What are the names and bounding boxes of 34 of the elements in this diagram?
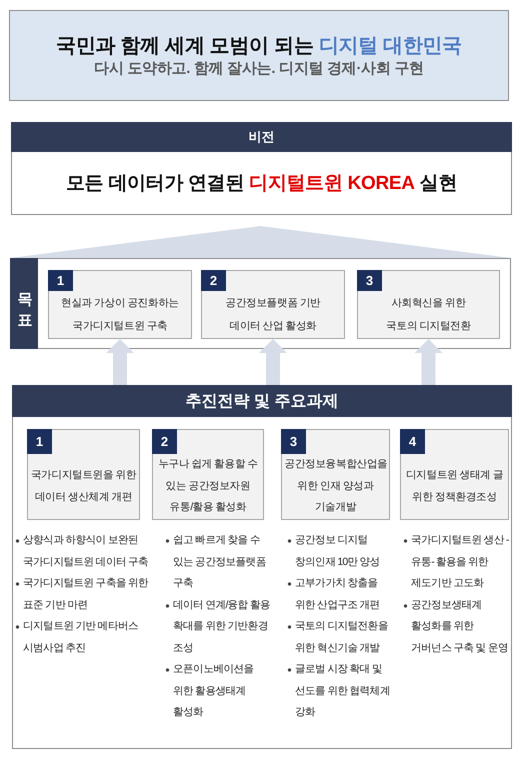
strategy-box bbox=[400, 429, 509, 520]
goal-box bbox=[48, 270, 192, 339]
goal-text: 공간정보플랫폼 기반 데이터 산업 활성화 bbox=[224, 296, 322, 334]
goal-text: 사회혁신을 위한 국토의 디지털전환 bbox=[385, 296, 472, 334]
side-band: 목표 bbox=[10, 258, 38, 349]
strategy-box bbox=[27, 429, 140, 520]
slogan-subheading: 다시 도약하고. 함께 잘사는. 디지털 경제·사회 구현 bbox=[94, 58, 424, 78]
strategy-box bbox=[281, 429, 390, 520]
strategy-text: 디지털트윈 생태계 글 위한 정책환경조성 bbox=[404, 468, 504, 504]
block-arrow bbox=[259, 339, 287, 385]
panel-header: 비전 bbox=[11, 122, 512, 152]
number-badge: 2 bbox=[201, 270, 226, 291]
strategy-text: 공간정보융복합산업을 위한 인재 양성과 기술개발 bbox=[284, 457, 386, 516]
vision-panel bbox=[11, 122, 512, 215]
slogan-banner bbox=[9, 10, 509, 101]
goal-text: 현실과 가상이 공진화하는 국가디지털트윈 구축 bbox=[60, 296, 180, 334]
number-badge: 1 bbox=[48, 270, 73, 291]
block-arrow bbox=[106, 339, 134, 385]
strategy-panel bbox=[12, 385, 512, 749]
number-badge: 3 bbox=[281, 429, 306, 454]
strategy-text: 누구나 쉽게 활용할 수 있는 공간정보자원 유통/활용 활성화 bbox=[157, 457, 259, 516]
goals-panel bbox=[10, 258, 511, 349]
vision-statement: 모든 데이터가 연결된 디지털트윈 KOREA 실현 bbox=[66, 172, 458, 196]
slogan-heading: 국민과 함께 세계 모범이 되는 디지털 대한민국 bbox=[56, 34, 462, 58]
strategy-text: 국가디지털트윈을 위한 데이터 생산체계 개편 bbox=[30, 468, 138, 504]
number-badge: 1 bbox=[27, 429, 52, 454]
panel-header: 추진전략 및 주요과제 bbox=[12, 385, 512, 417]
goal-box bbox=[357, 270, 500, 339]
number-badge: 3 bbox=[357, 270, 382, 291]
goal-box bbox=[201, 270, 345, 339]
number-badge: 2 bbox=[152, 429, 177, 454]
strategy-box bbox=[152, 429, 264, 520]
number-badge: 4 bbox=[400, 429, 425, 454]
block-arrow bbox=[414, 339, 442, 385]
